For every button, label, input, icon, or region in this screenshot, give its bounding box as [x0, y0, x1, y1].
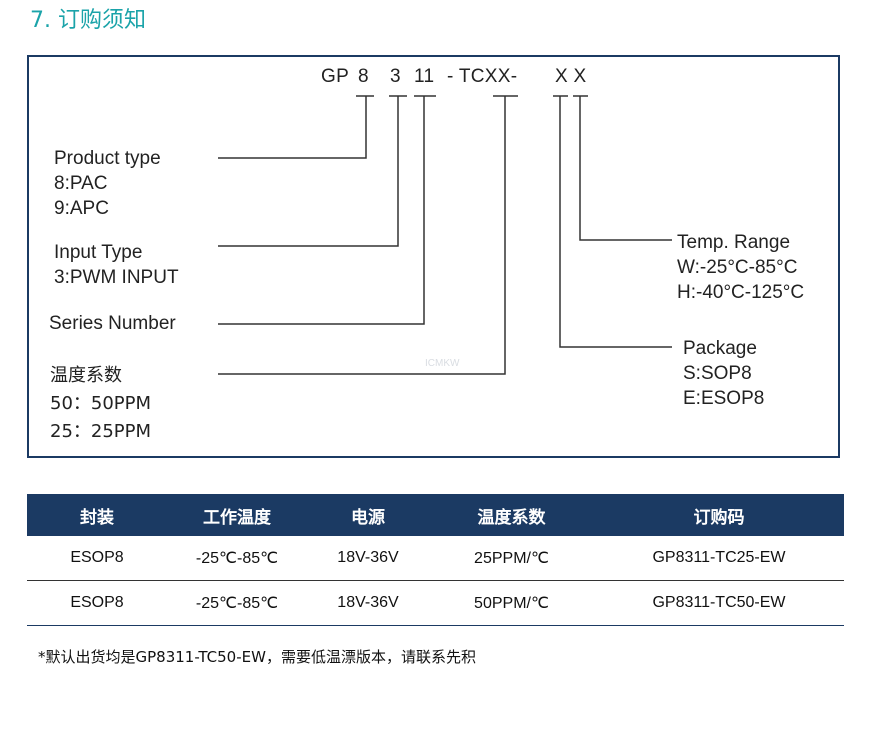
section-title: 7. 订购须知 [30, 8, 146, 33]
header-operating-temp: 工作温度 [167, 494, 307, 536]
cell-package: ESOP8 [27, 536, 167, 581]
diagram-frame [27, 55, 840, 458]
cell-power-supply: 18V-36V [307, 580, 429, 626]
code-product-digit: 8 [358, 66, 369, 87]
package-label: Package S:SOP8 E:ESOP8 [683, 336, 764, 411]
cell-order-code: GP8311-TC50-EW [594, 580, 844, 626]
package-option: S:SOP8 [683, 363, 752, 384]
leader-package [559, 96, 672, 348]
product-type-label: Product type 8:PAC 9:APC [54, 146, 161, 221]
temp-coeff-label: 温度系数 50：50PPM 25：25PPM [50, 362, 151, 446]
code-tc: - TCXX- [447, 66, 518, 87]
series-number-label: Series Number [49, 313, 176, 334]
cell-operating-temp: -25℃-85℃ [167, 536, 307, 581]
cell-temp-coeff: 50PPM/℃ [429, 580, 594, 626]
ordering-code-diagram [27, 55, 840, 458]
ordering-note: *默认出货均是GP8311-TC50-EW，需要低温漂版本，请联系先积 [38, 648, 476, 666]
temp-range-heading: Temp. Range [677, 232, 791, 253]
cell-operating-temp: -25℃-85℃ [167, 580, 307, 626]
product-type-option: 8:PAC [54, 173, 108, 194]
watermark: ICMKW [425, 358, 460, 369]
temp-range-label: Temp. Range W:-25°C-85°C H:-40°C-125°C [677, 230, 804, 305]
cell-power-supply: 18V-36V [307, 536, 429, 581]
input-type-label: Input Type 3:PWM INPUT [54, 240, 179, 290]
header-power-supply: 电源 [307, 494, 429, 536]
leader-temp-range [579, 96, 672, 241]
temp-coeff-option: 50：50PPM [50, 393, 152, 414]
leader-input-type [218, 96, 399, 247]
code-series-digits: 11 [414, 66, 435, 87]
header-package: 封装 [27, 494, 167, 536]
package-heading: Package [683, 338, 757, 359]
cell-order-code: GP8311-TC25-EW [594, 536, 844, 581]
header-temp-coeff: 温度系数 [429, 494, 594, 536]
input-type-heading: Input Type [54, 242, 143, 263]
code-input-digit: 3 [390, 66, 401, 87]
code-gp: GP [321, 66, 350, 87]
header-order-code: 订购码 [594, 494, 844, 536]
temp-coeff-option: 25：25PPM [50, 421, 152, 442]
cell-temp-coeff: 25PPM/℃ [429, 536, 594, 581]
table-row: ESOP8 -25℃-85℃ 18V-36V 50PPM/℃ GP8311-TC… [27, 580, 844, 626]
product-type-heading: Product type [54, 148, 161, 169]
temp-range-option: W:-25°C-85°C [677, 257, 798, 278]
product-type-option: 9:APC [54, 198, 109, 219]
temp-coeff-heading: 温度系数 [50, 365, 122, 386]
package-option: E:ESOP8 [683, 388, 765, 409]
ordering-table: 封装 工作温度 电源 温度系数 订购码 ESOP8 -25℃-85℃ 18V-3… [27, 494, 844, 626]
leader-product-type [218, 96, 367, 159]
leader-temp-coeff [218, 96, 506, 375]
temp-range-option: H:-40°C-125°C [677, 282, 805, 303]
input-type-option: 3:PWM INPUT [54, 267, 179, 288]
cell-package: ESOP8 [27, 580, 167, 626]
leader-series-number [218, 96, 425, 325]
table-row: ESOP8 -25℃-85℃ 18V-36V 25PPM/℃ GP8311-TC… [27, 536, 844, 581]
code-xx: X X [555, 66, 587, 87]
table-header-row: 封装 工作温度 电源 温度系数 订购码 [27, 494, 844, 536]
